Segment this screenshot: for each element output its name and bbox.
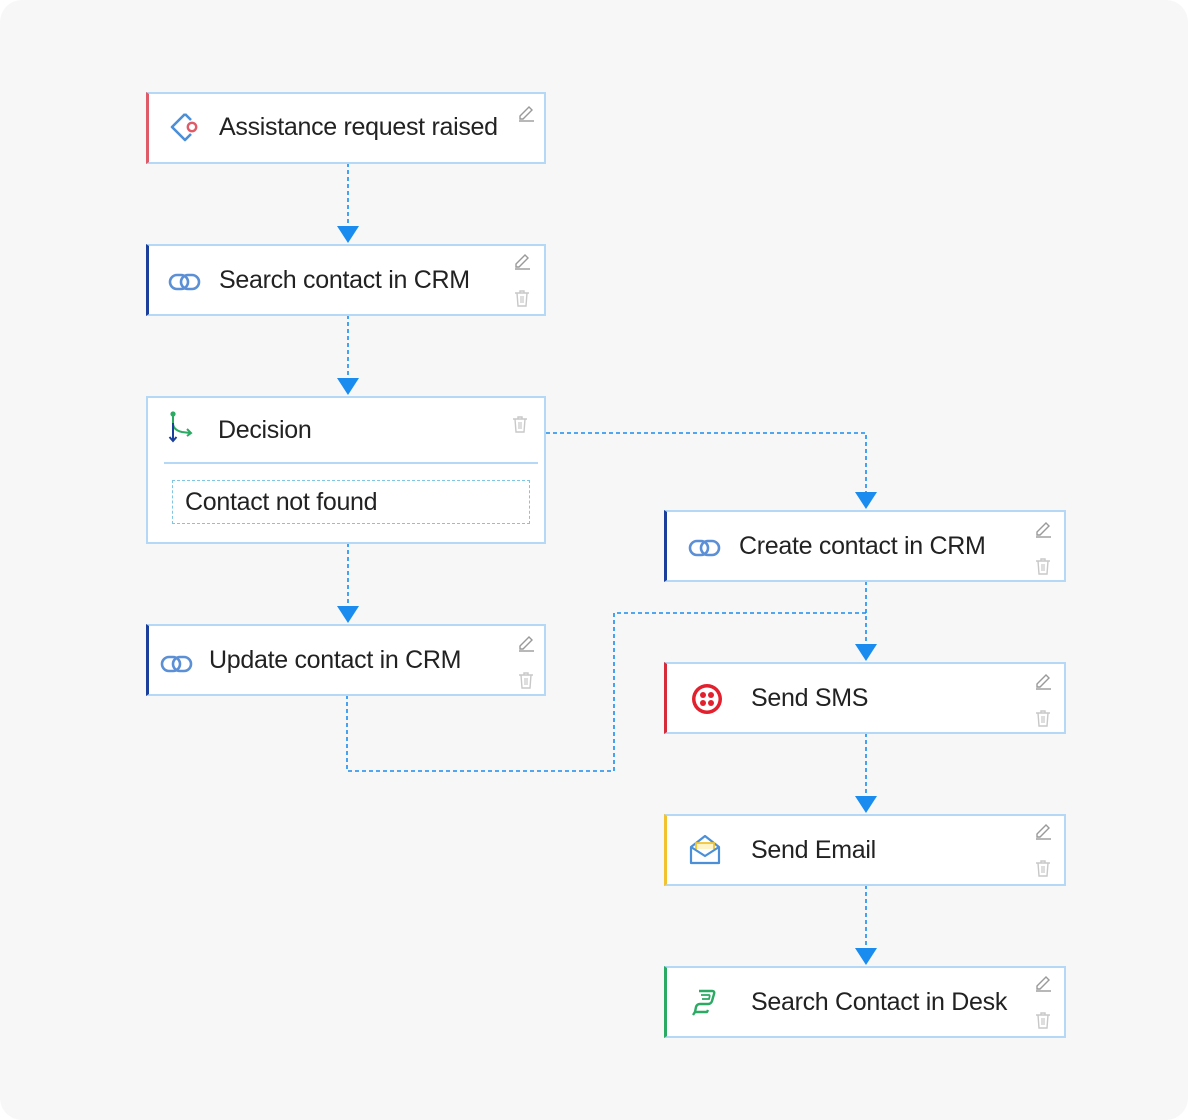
edit-icon[interactable] xyxy=(1033,670,1053,690)
node-send-sms[interactable]: Send SMS xyxy=(664,662,1066,734)
node-label: Search Contact in Desk xyxy=(751,988,1008,1016)
trash-icon[interactable] xyxy=(516,670,536,690)
arrow-head xyxy=(337,606,359,623)
decision-branch-contact-not-found[interactable]: Contact not found xyxy=(172,480,530,524)
arrow-head xyxy=(855,948,877,965)
crm-link-icon xyxy=(160,655,193,673)
desk-icon xyxy=(692,989,716,1016)
trash-icon[interactable] xyxy=(1033,708,1053,728)
arrow-head xyxy=(855,796,877,813)
node-search-contact-in-desk[interactable]: Search Contact in Desk xyxy=(664,966,1066,1038)
arrow-head xyxy=(337,378,359,395)
node-update-contact-in-crm[interactable]: Update contact in CRM xyxy=(146,624,546,696)
node-label: Send SMS xyxy=(751,684,869,712)
email-icon xyxy=(689,834,721,865)
branch-icon xyxy=(168,411,193,443)
edit-icon[interactable] xyxy=(1033,972,1053,992)
node-search-contact-in-crm[interactable]: Search contact in CRM xyxy=(146,244,546,316)
connector-update-to-sms xyxy=(346,612,866,772)
edit-icon[interactable] xyxy=(516,102,536,122)
node-label: Create contact in CRM xyxy=(739,532,986,560)
connector-decision-to-create xyxy=(546,432,867,492)
node-label: Search contact in CRM xyxy=(219,266,470,294)
edit-icon[interactable] xyxy=(512,250,532,270)
twilio-icon xyxy=(692,684,722,714)
node-label: Decision xyxy=(218,416,312,444)
node-create-contact-in-crm[interactable]: Create contact in CRM xyxy=(664,510,1066,582)
arrow-head xyxy=(855,644,877,661)
arrow-head xyxy=(337,226,359,243)
decision-divider xyxy=(164,462,538,464)
node-send-email[interactable]: Send Email xyxy=(664,814,1066,886)
trash-icon[interactable] xyxy=(512,288,532,308)
edit-icon[interactable] xyxy=(516,632,536,652)
trash-icon[interactable] xyxy=(510,414,530,434)
trash-icon[interactable] xyxy=(1033,858,1053,878)
arrow-head xyxy=(855,492,877,509)
node-decision[interactable]: Decision Contact not found xyxy=(146,396,546,544)
node-assistance-request-raised[interactable]: Assistance request raised xyxy=(146,92,546,164)
zoho-assist-icon xyxy=(170,113,198,142)
crm-link-icon xyxy=(688,539,721,557)
node-label: Assistance request raised xyxy=(219,113,498,141)
edit-icon[interactable] xyxy=(1033,820,1053,840)
trash-icon[interactable] xyxy=(1033,556,1053,576)
node-label: Update contact in CRM xyxy=(209,646,462,674)
edit-icon[interactable] xyxy=(1033,518,1053,538)
crm-link-icon xyxy=(168,273,201,291)
trash-icon[interactable] xyxy=(1033,1010,1053,1030)
node-label: Send Email xyxy=(751,836,876,864)
